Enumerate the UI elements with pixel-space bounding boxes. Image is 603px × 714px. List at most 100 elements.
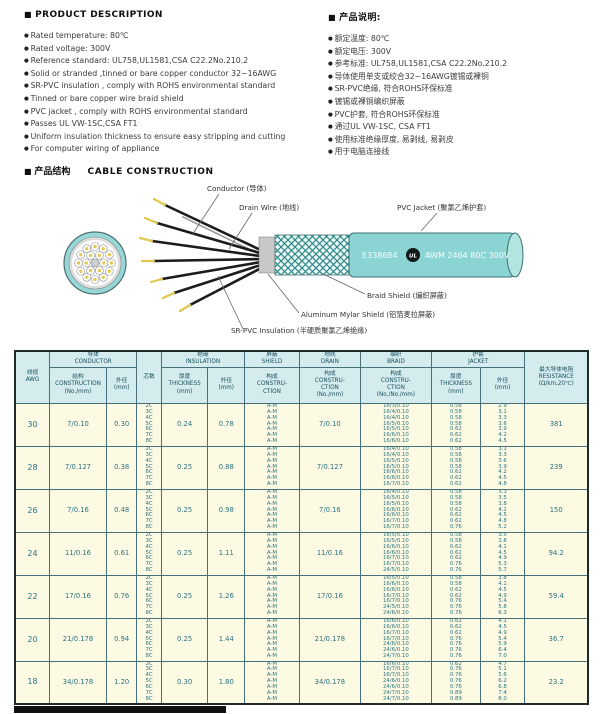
header-shield-construction: 构成 CONSTRU- CTION (244, 366, 300, 404)
cell-conductor-construction: 7/0.16 (49, 488, 107, 533)
cell-resistance: 239 (524, 445, 589, 490)
table-row: 30 7/0.10 0.30 2C 3C 4C 5C 6C 7C 8C 0.24… (14, 402, 589, 447)
leader-lines (191, 193, 438, 330)
list-item: 额定电压: 300V (328, 46, 592, 59)
pvc-jacket-layer: E338684 UL AWM 2464 80C 300V (348, 232, 524, 278)
list-item: Rated voltage: 300V (24, 43, 316, 56)
cell-resistance: 381 (524, 402, 589, 447)
group-shield: 屏蔽 SHIELD (244, 350, 300, 368)
product-description-cn-list: 额定温度: 80℃额定电压: 300V参考标准: UL758,UL1581,CS… (328, 33, 592, 159)
list-item: 额定温度: 80℃ (328, 33, 592, 46)
header-insulation-thickness: 厚度 THICKNESS (mm) (160, 366, 209, 404)
cell-braid-construction: 16/5/0.10 16/6/0.10 16/6/0.10 16/7/0.10 … (359, 574, 432, 619)
label-drain-wire: Drain Wire (地线) (239, 203, 299, 212)
cell-jacket-od: 3.1 3.3 3.6 3.9 4.2 4.5 4.8 (479, 445, 526, 490)
cell-awg: 30 (14, 402, 51, 447)
cell-jacket-thickness: 0.62 0.62 0.62 0.76 0.76 0.76 0.76 (430, 617, 481, 662)
drain-wire-cross (90, 258, 100, 268)
table-row: 26 7/0.16 0.48 2C 3C 4C 5C 6C 7C 8C 0.25… (14, 488, 589, 533)
header-braid-construction: 构成 CONSTRU- CTION (No./No./mm) (359, 366, 432, 404)
header-conductor-od: 外径 (mm) (105, 366, 138, 404)
group-braid: 编织 BRAID (359, 350, 432, 368)
cell-shield-construction: A-M A-M A-M A-M A-M A-M A-M (244, 617, 300, 662)
product-description-cn-title: 产品说明: (328, 10, 592, 23)
list-item: SR-PVC绝缘, 符合ROHS环保标准 (328, 83, 592, 96)
product-description-section: PRODUCT DESCRIPTION Rated temperature: 8… (24, 10, 316, 156)
table-row: 18 34/0.178 1.20 2C 3C 4C 5C 6C 7C 8C 0.… (14, 660, 589, 705)
cell-conductor-od: 0.76 (105, 574, 138, 619)
cell-insulation-od: 0.88 (207, 445, 246, 490)
cell-insulation-od: 0.98 (207, 488, 246, 533)
list-item: 使用标准绝缘厚度, 易剥线, 易剥皮 (328, 134, 592, 147)
cell-conductor-od: 0.48 (105, 488, 138, 533)
ul-logo-text: UL (409, 254, 417, 260)
cell-insulation-od: 0.78 (207, 402, 246, 447)
header-drain-construction: 构成 CONSTRU- CTION (No./mm) (298, 366, 361, 404)
cell-insulation-od: 1.80 (207, 660, 246, 705)
cell-insulation-thickness: 0.25 (160, 488, 209, 533)
list-item: Rated temperature: 80℃ (24, 30, 316, 43)
aluminum-mylar-layer (258, 236, 276, 274)
header-conductor-construction: 结构 CONSTRUCTION (No./mm) (49, 366, 107, 404)
cell-drain-construction: 21/0.178 (298, 617, 361, 662)
cell-resistance: 23.2 (524, 660, 589, 705)
list-item: PVC护套, 符合ROHS环保标准 (328, 109, 592, 122)
product-description-cn-section: 产品说明: 额定温度: 80℃额定电压: 300V参考标准: UL758,UL1… (328, 10, 592, 159)
cable-construction-title-en: CABLE CONSTRUCTION (87, 167, 214, 177)
cell-insulation-thickness: 0.30 (160, 660, 209, 705)
cell-cores: 2C 3C 4C 5C 6C 7C 8C (136, 660, 162, 705)
cell-conductor-construction: 7/0.127 (49, 445, 107, 490)
list-item: SR-PVC insulation , comply with ROHS env… (24, 80, 316, 93)
cell-shield-construction: A-M A-M A-M A-M A-M A-M A-M (244, 488, 300, 533)
cell-drain-construction: 7/0.127 (298, 445, 361, 490)
cell-conductor-od: 0.61 (105, 531, 138, 576)
list-item: 通过UL VW-1SC, CSA FT1 (328, 121, 592, 134)
cell-awg: 28 (14, 445, 51, 490)
braid-shield-layer (274, 234, 350, 276)
product-description-list: Rated temperature: 80℃Rated voltage: 300… (24, 30, 316, 156)
cell-conductor-od: 0.94 (105, 617, 138, 662)
cell-drain-construction: 11/0.16 (298, 531, 361, 576)
header-jacket-od: 外径 (mm) (479, 366, 526, 404)
table-row: 28 7/0.127 0.38 2C 3C 4C 5C 6C 7C 8C 0.2… (14, 445, 589, 490)
label-mylar-shield: Aluminum Mylar Shield (铝箔麦拉屏蔽) (301, 310, 435, 319)
cell-insulation-thickness: 0.25 (160, 531, 209, 576)
cell-insulation-od: 1.44 (207, 617, 246, 662)
table-row: 20 21/0.178 0.94 2C 3C 4C 5C 6C 7C 8C 0.… (14, 617, 589, 662)
cell-shield-construction: A-M A-M A-M A-M A-M A-M A-M (244, 531, 300, 576)
cell-shield-construction: A-M A-M A-M A-M A-M A-M A-M (244, 402, 300, 447)
cell-drain-construction: 34/0.178 (298, 660, 361, 705)
label-braid-shield: Braid Shield (编织屏蔽) (367, 291, 447, 300)
cell-cores: 2C 3C 4C 5C 6C 7C 8C (136, 488, 162, 533)
cell-cores: 2C 3C 4C 5C 6C 7C 8C (136, 445, 162, 490)
cell-insulation-od: 1.11 (207, 531, 246, 576)
cell-insulation-thickness: 0.24 (160, 402, 209, 447)
cell-jacket-od: 3.3 3.5 3.8 4.1 4.5 4.8 5.2 (479, 488, 526, 533)
cell-drain-construction: 17/0.16 (298, 574, 361, 619)
cell-awg: 26 (14, 488, 51, 533)
header-resistance: 最大导体电阻 RESISTANCE (Ω/km,20℃) (524, 350, 589, 404)
cell-awg: 22 (14, 574, 51, 619)
cell-conductor-construction: 7/0.10 (49, 402, 107, 447)
cable-construction-title-cn: 产品结构 (34, 167, 71, 177)
cell-jacket-od: 4.1 4.5 4.9 5.4 5.9 6.4 7.0 (479, 617, 526, 662)
group-conductor: 导体 CONDUCTOR (49, 350, 138, 368)
list-item: Solid or stranded ,tinned or bare copper… (24, 68, 316, 81)
header-insulation-od: 外径 (mm) (207, 366, 246, 404)
cell-conductor-od: 1.20 (105, 660, 138, 705)
cell-conductor-od: 0.38 (105, 445, 138, 490)
label-conductor: Conductor (导体) (207, 184, 267, 193)
cell-braid-construction: 16/3/0.10 16/4/0.10 16/4/0.10 16/5/0.10 … (359, 402, 432, 447)
cell-insulation-thickness: 0.25 (160, 445, 209, 490)
list-item: 导体使用单支或绞合32~16AWG镀锡或裸铜 (328, 71, 592, 84)
cell-cores: 2C 3C 4C 5C 6C 7C 8C (136, 574, 162, 619)
list-item: For computer wiring of appliance (24, 143, 316, 156)
cell-conductor-construction: 34/0.178 (49, 660, 107, 705)
group-drain: 地线 DRAIN (298, 350, 361, 368)
cell-jacket-thickness: 0.58 0.58 0.62 0.62 0.76 0.76 0.76 (430, 574, 481, 619)
cell-insulation-od: 1.26 (207, 574, 246, 619)
cell-braid-construction: 16/4/0.10 16/4/0.10 16/5/0.10 16/5/0.10 … (359, 445, 432, 490)
table-row: 22 17/0.16 0.76 2C 3C 4C 5C 6C 7C 8C 0.2… (14, 574, 589, 619)
table-body: 30 7/0.10 0.30 2C 3C 4C 5C 6C 7C 8C 0.24… (14, 402, 589, 705)
